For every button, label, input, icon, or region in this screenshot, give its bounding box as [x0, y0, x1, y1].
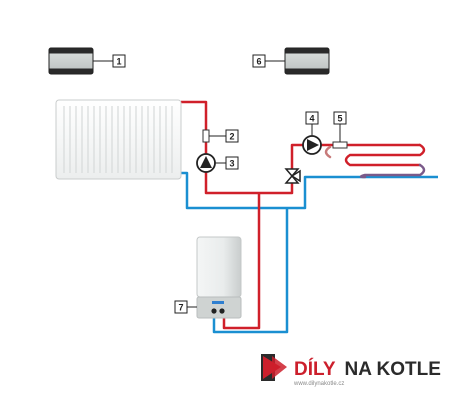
label-6: 6 [256, 57, 261, 67]
label-1: 1 [116, 57, 121, 67]
device-1-controller: 1 [48, 47, 126, 75]
return-pipes [181, 171, 438, 334]
device-6-controller: 6 [252, 47, 330, 75]
brand-name-part3: KOTLE [377, 359, 441, 380]
three-way-valve [284, 168, 301, 184]
label-7: 7 [178, 303, 183, 313]
label-3: 3 [229, 159, 234, 169]
boiler-7: 7 [174, 236, 242, 319]
logo-mark-icon [261, 353, 289, 381]
label-4: 4 [309, 114, 314, 124]
radiator [55, 99, 182, 180]
brand-url: www.dilynakotle.cz [293, 381, 344, 387]
brand-name-part2: NA [344, 359, 372, 380]
label-5: 5 [337, 114, 342, 124]
label-2: 2 [229, 132, 234, 142]
svg-text:DÍLY NA KOTLE: DÍLY NA KOTLE [294, 358, 441, 380]
pump-3: 3 [196, 153, 239, 173]
sensor-2: 2 [202, 129, 239, 143]
sensor-5: 5 [332, 111, 348, 149]
brand-logo: DÍLY NA KOTLE www.dilynakotle.cz [261, 353, 441, 387]
floor-heating-loops [324, 143, 426, 179]
pump-4: 4 [302, 111, 322, 155]
brand-name-part1: DÍLY [294, 358, 336, 380]
